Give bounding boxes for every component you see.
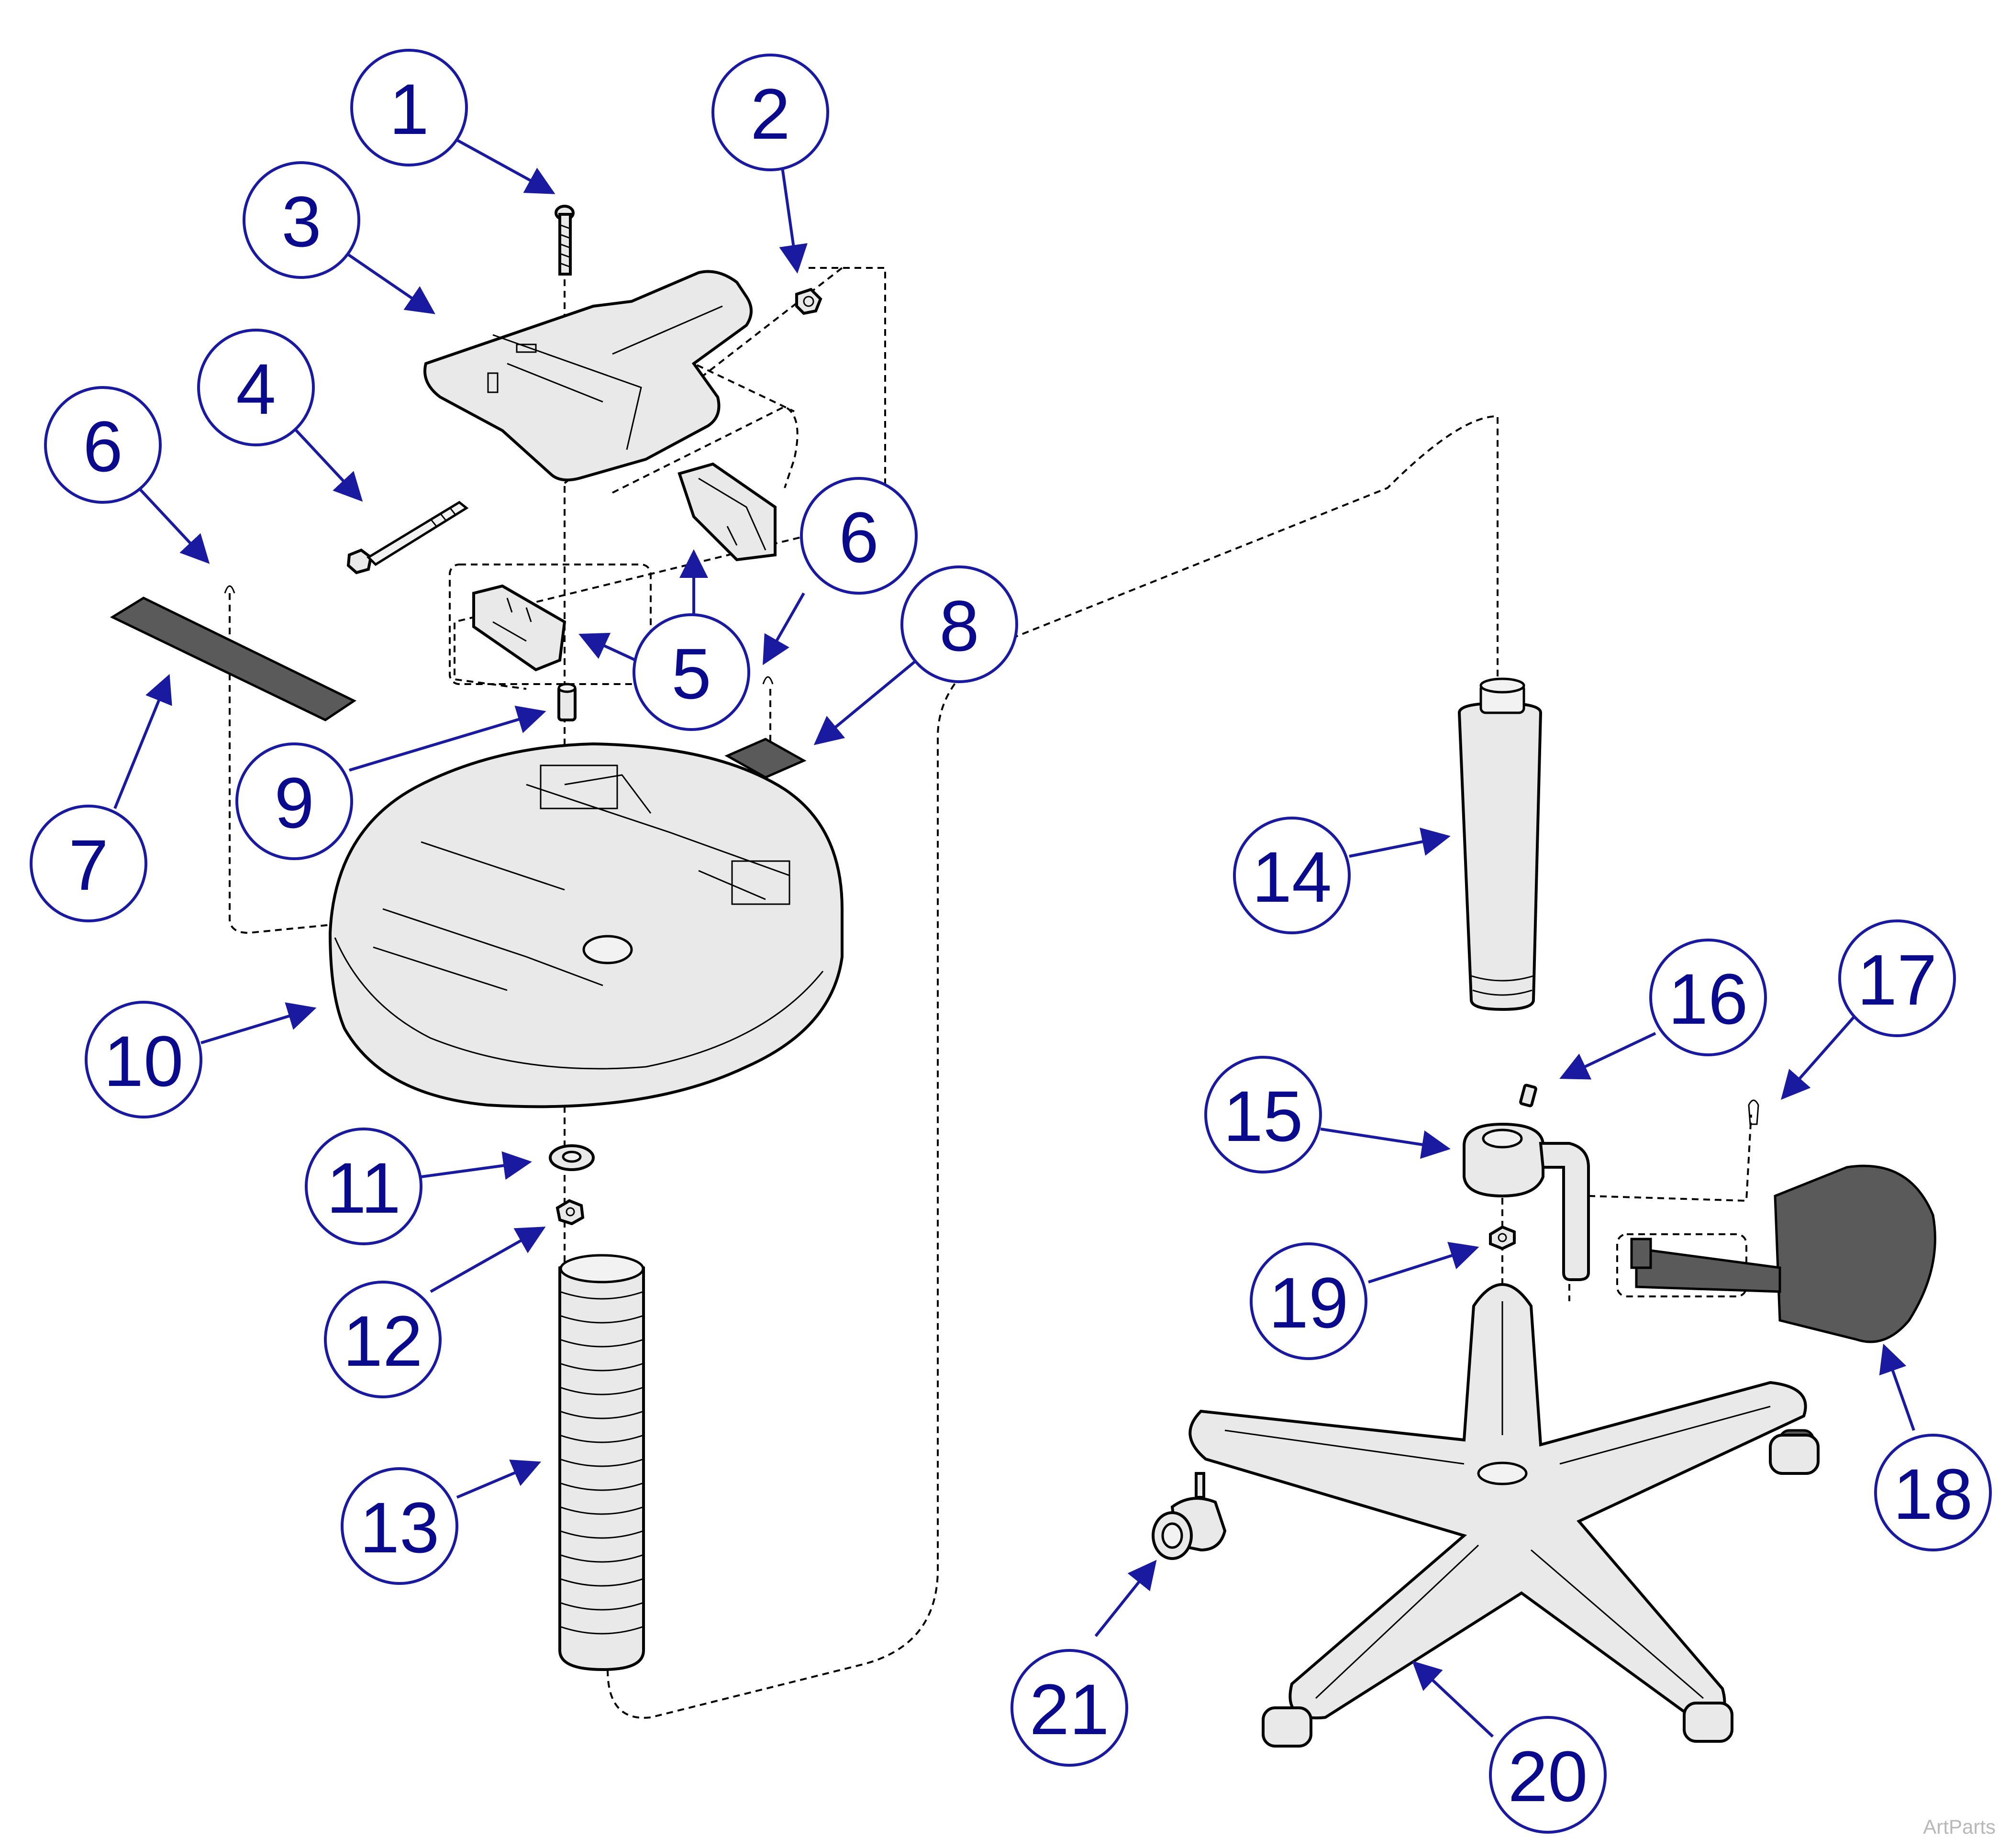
callout-4: 4 [197, 329, 315, 446]
svg-text:10: 10 [104, 1021, 184, 1101]
svg-text:6: 6 [839, 497, 878, 577]
part-8-pad [724, 738, 807, 779]
part-20-star-base [1188, 1283, 1820, 1748]
callout-1: 1 [350, 49, 468, 166]
part-3-seat-plate [423, 270, 753, 482]
callout-8: 8 [900, 565, 1018, 683]
callout-3: 3 [243, 161, 360, 279]
part-16-set-screw [1519, 1084, 1537, 1107]
part-7-strip [110, 597, 357, 721]
svg-text:11: 11 [326, 1148, 401, 1228]
callout-2: 2 [711, 54, 829, 171]
callout-17: 17 [1838, 919, 1956, 1037]
callout-6a: 6 [44, 386, 162, 504]
callout-15: 15 [1204, 1056, 1322, 1173]
svg-text:18: 18 [1893, 1454, 1973, 1534]
svg-text:20: 20 [1508, 1736, 1588, 1816]
part-9-spacer [557, 683, 577, 721]
part-13-bellows [558, 1254, 645, 1671]
svg-text:3: 3 [281, 181, 321, 262]
callout-21: 21 [1011, 1649, 1128, 1767]
callout-12: 12 [324, 1281, 442, 1398]
callout-6b: 6 [800, 477, 918, 595]
part-4-long-bolt [346, 500, 469, 575]
svg-text:12: 12 [343, 1301, 423, 1381]
artparts-watermark: ArtParts [1923, 1815, 1996, 1838]
svg-text:19: 19 [1269, 1262, 1349, 1343]
callout-10: 10 [85, 1001, 202, 1118]
svg-text:9: 9 [274, 763, 314, 843]
svg-text:2: 2 [750, 74, 790, 154]
svg-text:7: 7 [68, 825, 108, 905]
callout-7: 7 [30, 805, 147, 922]
svg-text:15: 15 [1223, 1076, 1303, 1156]
callout-5: 5 [633, 613, 750, 731]
part-18-paddle [1630, 1164, 1936, 1343]
part-21-caster [1152, 1472, 1227, 1560]
part-15-collar-lever [1463, 1122, 1590, 1281]
svg-text:13: 13 [360, 1487, 440, 1568]
svg-text:5: 5 [671, 633, 711, 714]
part-17-pin [1748, 1099, 1759, 1125]
svg-text:21: 21 [1030, 1669, 1110, 1749]
part-1-screw [555, 205, 575, 276]
callout-13: 13 [341, 1467, 458, 1585]
svg-text:1: 1 [389, 69, 429, 149]
svg-text:17: 17 [1857, 940, 1937, 1020]
part-2-nut [795, 288, 822, 315]
callout-11: 11 [305, 1128, 422, 1245]
part-19-nut [1489, 1225, 1516, 1250]
callout-20: 20 [1489, 1716, 1607, 1834]
part-10-seat-base [328, 742, 844, 1108]
part-5-brackets [472, 462, 777, 672]
svg-text:14: 14 [1252, 837, 1332, 917]
part-14-gas-cylinder [1457, 677, 1543, 1011]
part-6-pins [224, 585, 774, 685]
svg-text:4: 4 [236, 349, 276, 429]
part-11-washer [549, 1144, 595, 1171]
svg-text:6: 6 [83, 406, 122, 487]
svg-text:8: 8 [939, 586, 979, 666]
svg-text:16: 16 [1668, 959, 1748, 1039]
part-12-nut [555, 1199, 585, 1226]
callout-18: 18 [1874, 1434, 1992, 1551]
leader-lines [113, 137, 1915, 1738]
callouts: 1 2 3 4 5 6 6 7 [30, 49, 1992, 1834]
callout-9: 9 [235, 742, 353, 860]
callout-14: 14 [1233, 817, 1351, 934]
callout-16: 16 [1649, 939, 1767, 1056]
callout-19: 19 [1250, 1242, 1367, 1360]
